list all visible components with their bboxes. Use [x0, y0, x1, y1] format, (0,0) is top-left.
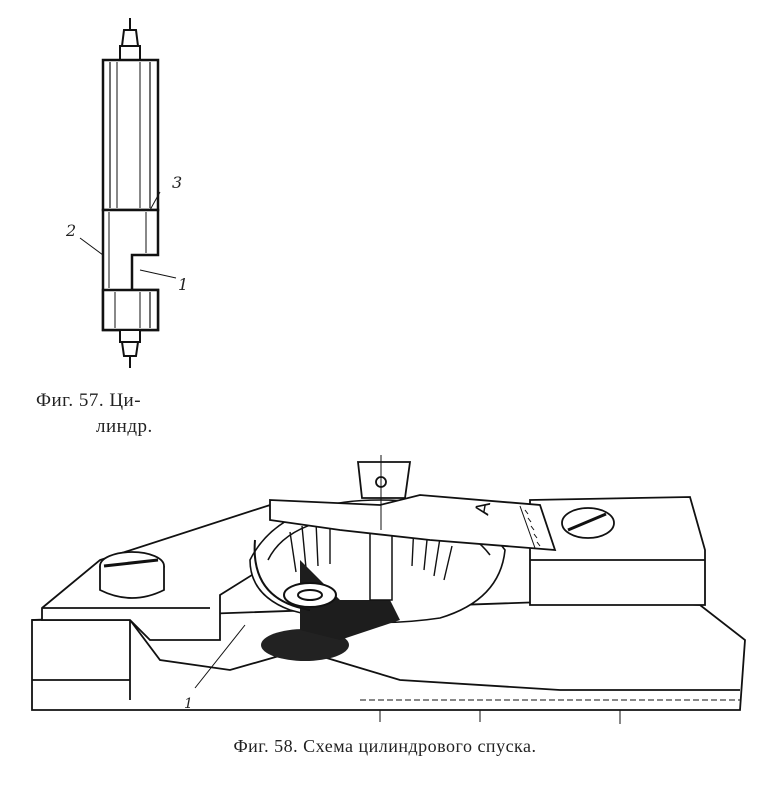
- wheel-teeth: [289, 520, 453, 581]
- left-screw: [99, 551, 165, 599]
- figure-58-caption: Фиг. 58. Схема цилиндрового спуска.: [233, 736, 537, 756]
- bottom-pivot: [119, 329, 141, 368]
- figure-57-caption-line2: линдр.: [96, 416, 153, 437]
- top-pivot: [119, 18, 141, 61]
- label-3: 3: [172, 173, 182, 192]
- pointer-line: [194, 624, 246, 689]
- balance-ring: [253, 539, 337, 611]
- arm-letter: A: [471, 499, 495, 517]
- label-2: 2: [65, 221, 76, 240]
- cylinder-lower-body: [101, 288, 160, 332]
- figure-57-caption: Фиг. 57. Ци- линдр.: [36, 388, 206, 440]
- label-1: 1: [178, 275, 188, 294]
- regulator-arm: [269, 494, 557, 552]
- figure-57-cylinder: 3 2 1: [65, 18, 188, 368]
- cylinder-cavity: [261, 509, 400, 661]
- pointer-label: 1: [184, 696, 193, 712]
- figure-58-escapement: A 1: [31, 455, 746, 724]
- label-leaders: [79, 191, 177, 279]
- cylinder-upper-body: [101, 58, 160, 212]
- right-screw: [561, 507, 615, 539]
- figure-57-caption-line1: Фиг. 57. Ци-: [36, 390, 142, 411]
- top-stud: [356, 455, 412, 530]
